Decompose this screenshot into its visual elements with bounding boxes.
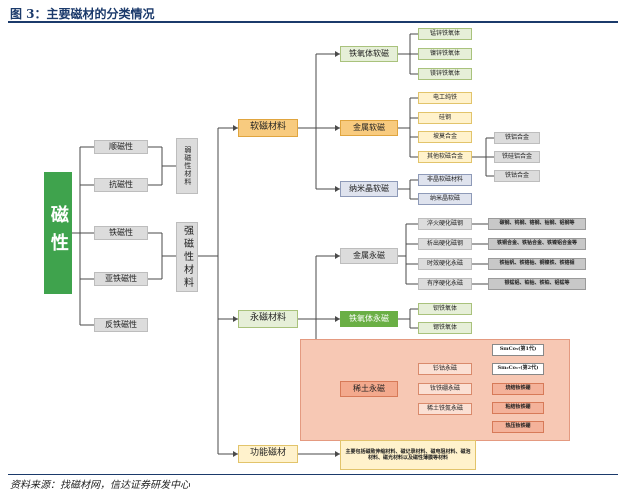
- soft-ferrite-item: 锰锌铁氧体: [418, 28, 472, 40]
- other-alloy-item: 铁硅铝合金: [494, 151, 540, 163]
- nano-item: 纳米晶软磁: [418, 193, 472, 205]
- soft-ferrite-branch: 铁氧体软磁: [340, 46, 398, 62]
- strong-magnetic-material: 强磁性材料: [176, 222, 198, 292]
- nano-item: 非晶软磁材料: [418, 174, 472, 186]
- metal-soft-item: 电工纯铁: [418, 92, 472, 104]
- metal-permanent-branch: 金属永磁: [340, 248, 398, 264]
- figure-title: 图 3：主要磁材的分类情况: [10, 7, 155, 21]
- category-soft-magnetic: 软磁材料: [238, 119, 298, 137]
- ndfeb-item: 粘结钕铁硼: [492, 402, 544, 414]
- property-diamagnetic: 抗磁性: [94, 178, 148, 192]
- category-permanent-magnetic: 永磁材料: [238, 310, 298, 328]
- ferrite-permanent-item: 钡铁氧体: [418, 303, 472, 315]
- metal-soft-item: 硅钢: [418, 112, 472, 124]
- metal-permanent-detail: 铁铜合金、铁钴合金、铁镍铝合金等: [488, 238, 586, 250]
- metal-permanent-item: 时效硬化永磁: [418, 258, 472, 270]
- metal-permanent-item: 析出硬化磁钢: [418, 238, 472, 250]
- property-ferrimagnetic: 亚铁磁性: [94, 272, 148, 286]
- smco-item: Sm₂Co₁₇(第2代): [492, 363, 544, 375]
- metal-permanent-detail: 银锰铝、铂钴、铁铂、铝锰等: [488, 278, 586, 290]
- property-ferromagnetic: 铁磁性: [94, 226, 148, 240]
- rare-earth-item: 稀土铁氮永磁: [418, 403, 472, 415]
- soft-ferrite-item: 镍锌铁氧体: [418, 48, 472, 60]
- ndfeb-item: 烧结钕铁硼: [492, 383, 544, 395]
- property-antiferromagnetic: 反铁磁性: [94, 318, 148, 332]
- rare-earth-item: 钐钴永磁: [418, 363, 472, 375]
- metal-soft-branch: 金属软磁: [340, 120, 398, 136]
- metal-soft-item: 其他软磁合金: [418, 151, 472, 163]
- source-note: 资料来源：找磁材网，信达证券研发中心: [10, 480, 190, 491]
- property-paramagnetic: 顺磁性: [94, 140, 148, 154]
- smco-item: SmCo₅(第1代): [492, 344, 544, 356]
- figure-title-bar: 图 3：主要磁材的分类情况: [0, 0, 626, 24]
- other-alloy-item: 铁铝合金: [494, 132, 540, 144]
- metal-permanent-item: 淬火硬化磁钢: [418, 218, 472, 230]
- root-node-magnetism: 磁性: [44, 172, 72, 294]
- other-alloy-item: 铁钴合金: [494, 170, 540, 182]
- metal-soft-item: 坡莫合金: [418, 131, 472, 143]
- soft-ferrite-item: 镁锌铁氧体: [418, 68, 472, 80]
- ferrite-permanent-item: 锶铁氧体: [418, 322, 472, 334]
- title-rule: [8, 21, 618, 23]
- ndfeb-item: 热压钕铁硼: [492, 421, 544, 433]
- weak-magnetic-material: 弱磁性材料: [176, 138, 198, 194]
- rare-earth-item: 钕铁硼永磁: [418, 383, 472, 395]
- category-functional-magnetic: 功能磁材: [238, 445, 298, 463]
- metal-permanent-detail: 碳钢、钨钢、铬钢、钴钢、铝钢等: [488, 218, 586, 230]
- bottom-rule: [8, 474, 618, 475]
- rare-earth-permanent-branch: 稀土永磁: [340, 381, 398, 397]
- nano-soft-branch: 纳米晶软磁: [340, 181, 398, 197]
- ferrite-permanent-branch: 铁氧体永磁: [340, 311, 398, 327]
- functional-description: 主要包括磁致伸缩材料、磁记录材料、磁电阻材料、磁泡材料、磁光材料以及磁性薄膜等材…: [340, 440, 476, 470]
- metal-permanent-item: 有序硬化永磁: [418, 278, 472, 290]
- metal-permanent-detail: 铁钴钒、铁铬钴、铜镍铁、铁铬钼: [488, 258, 586, 270]
